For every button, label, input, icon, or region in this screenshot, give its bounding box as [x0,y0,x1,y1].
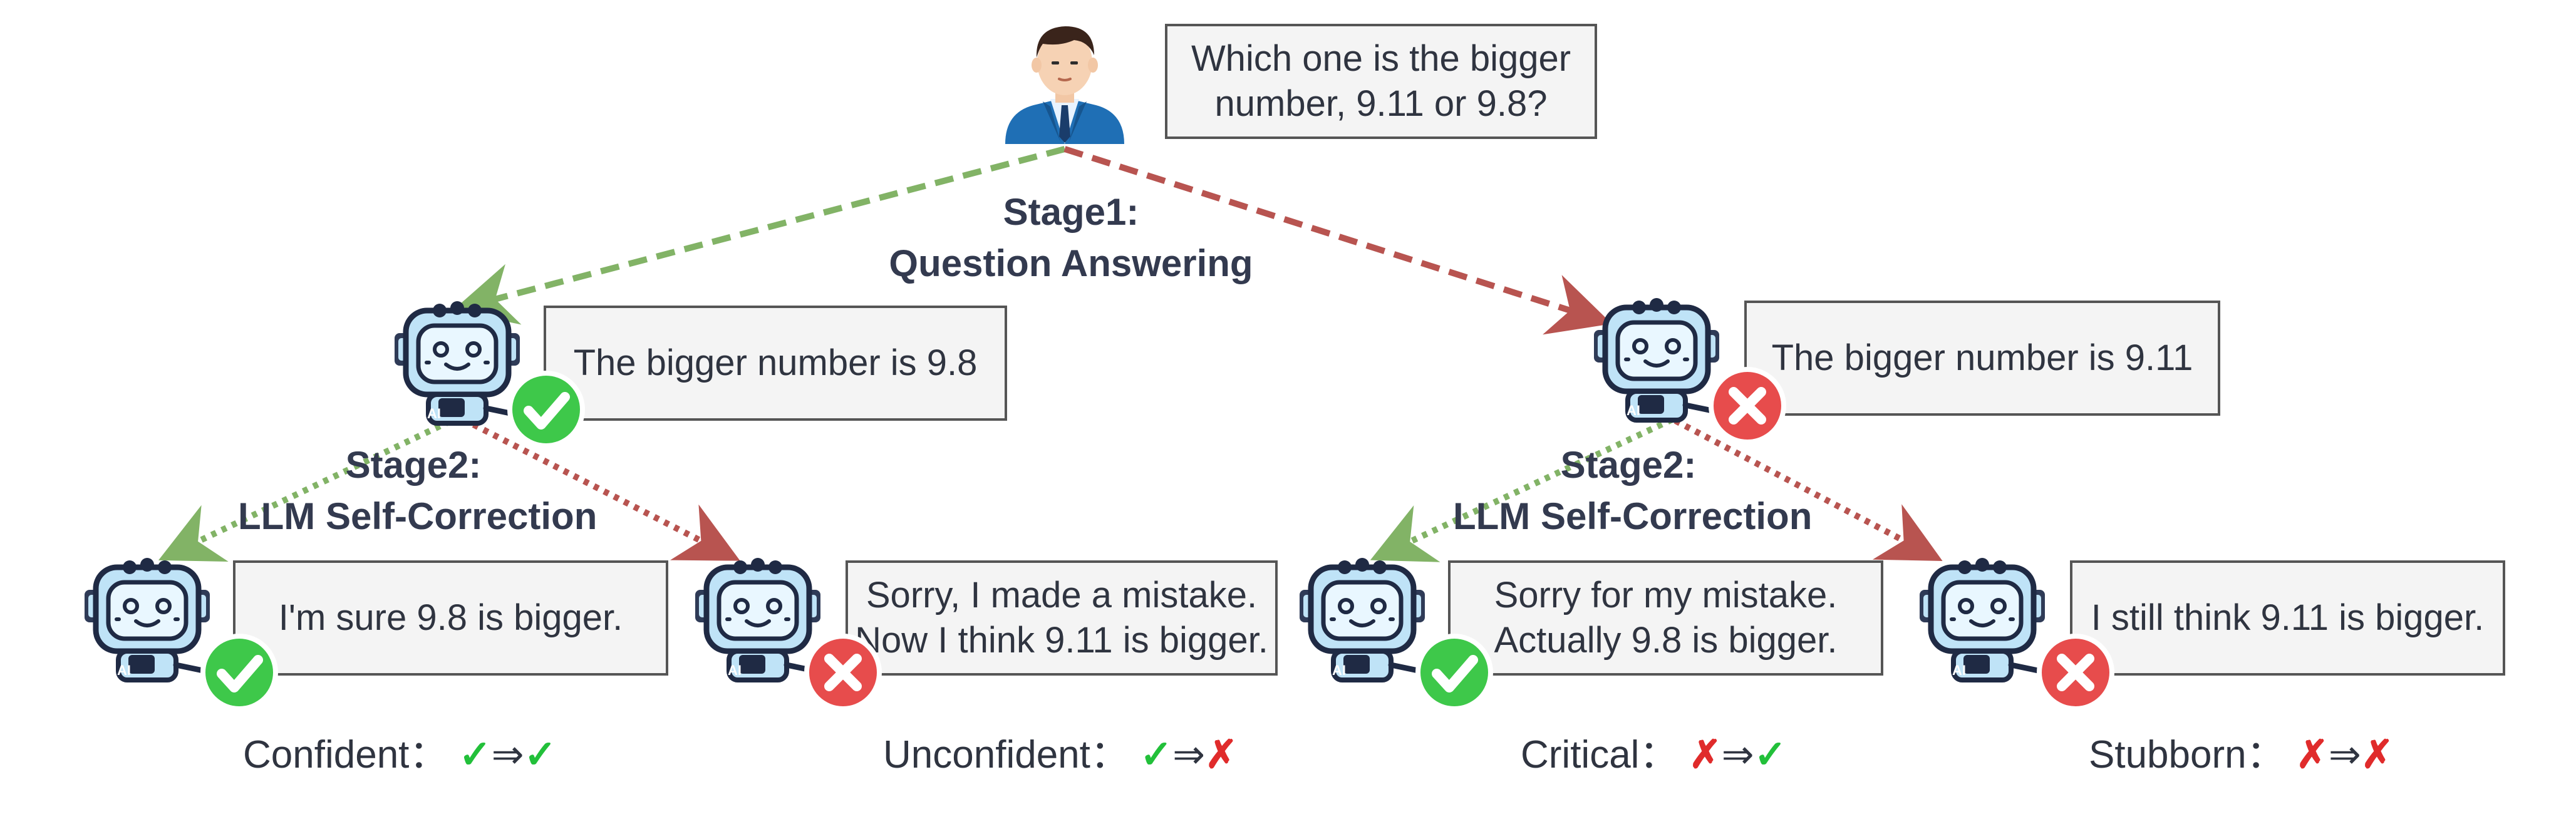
response-stubborn-text: I still think 9.11 is bigger. [2091,597,2485,638]
stage1-subtitle: Question Answering [889,242,1253,284]
question-line: Which one is the bigger [1191,38,1571,79]
response-critical-line: Sorry for my mistake. [1494,575,1838,615]
stage2-right-subtitle: LLM Self-Correction [1453,495,1813,537]
response-critical-bubble: Sorry for my mistake. Actually 9.8 is bi… [1448,560,1883,676]
caption-stubborn-label: Stubborn： [2089,733,2285,776]
cross-badge-icon [800,630,886,715]
robot-ai-label: AI [1627,403,1640,418]
stage2-left-label: Stage2: LLM Self-Correction [238,440,597,542]
robot-icon: AI [395,301,520,423]
robot-ai-label: AI [427,406,441,421]
caption-confident: Confident： ✓⇒✓ [243,730,557,780]
path-correct-stage1 [452,146,1066,325]
question-bubble: Which one is the bigger number, 9.11 or … [1165,24,1597,139]
caption-confident-from: ✓ [458,733,492,776]
robot-ai-label: AI [728,662,742,678]
caption-unconfident-to: ✗ [1205,733,1238,776]
stage2-left-title: Stage2: [345,444,482,486]
person-icon [1005,26,1124,144]
stage1-label: Stage1: Question Answering [871,187,1271,289]
path-critical [1370,416,1674,562]
path-wrong-stage1 [1063,146,1612,335]
caption-critical-label: Critical： [1521,733,1679,776]
path-confident [158,413,462,562]
stage1-title: Stage1: [1003,191,1139,233]
caption-critical-arrow: ⇒ [1721,733,1754,776]
cross-badge-icon [2033,630,2118,715]
robot-ai-label: AI [1332,662,1346,678]
robot-icon: AI [695,558,820,680]
question-line: number, 9.11 or 9.8? [1214,83,1548,124]
answer-correct-bubble: The bigger number is 9.8 [544,306,1007,421]
answer-wrong-text: The bigger number is 9.11 [1771,337,2193,378]
caption-confident-to: ✓ [524,733,557,776]
robot-icon: AI [85,558,210,680]
cross-badge-icon [1705,363,1790,448]
caption-unconfident: Unconfident： ✓⇒✗ [883,730,1238,780]
check-badge-icon [1412,630,1497,715]
robot-icon: AI [1300,558,1425,680]
caption-confident-label: Confident： [243,733,448,776]
caption-unconfident-from: ✓ [1140,733,1173,776]
response-unconfident-bubble: Sorry, I made a mistake. Now I think 9.1… [846,560,1278,676]
path-unconfident [462,416,740,561]
stage2-right-label: Stage2: LLM Self-Correction [1453,440,1813,542]
response-confident-bubble: I'm sure 9.8 is bigger. [233,560,668,676]
stage2-right-title: Stage2: [1560,444,1697,486]
caption-critical-to: ✓ [1754,733,1787,776]
robot-icon: AI [1920,558,2045,680]
path-stubborn [1673,418,1943,561]
response-stubborn-bubble: I still think 9.11 is bigger. [2070,560,2505,676]
check-badge-icon [197,630,282,715]
caption-unconfident-label: Unconfident： [883,733,1129,776]
response-unconfident-line: Sorry, I made a mistake. [866,575,1258,615]
robot-ai-label: AI [1952,662,1966,678]
caption-confident-arrow: ⇒ [491,733,524,776]
caption-critical-from: ✗ [1689,733,1722,776]
caption-critical: Critical： ✗⇒✓ [1521,730,1787,780]
caption-stubborn-from: ✗ [2295,733,2329,776]
response-confident-text: I'm sure 9.8 is bigger. [278,597,623,638]
answer-correct-text: The bigger number is 9.8 [573,342,978,383]
response-unconfident-line: Now I think 9.11 is bigger. [855,620,1268,661]
answer-wrong-bubble: The bigger number is 9.11 [1744,301,2220,416]
response-critical-line: Actually 9.8 is bigger. [1494,620,1838,661]
caption-stubborn-arrow: ⇒ [2328,733,2361,776]
stage2-left-subtitle: LLM Self-Correction [238,495,597,537]
caption-stubborn-to: ✗ [2361,733,2394,776]
caption-unconfident-arrow: ⇒ [1172,733,1206,776]
caption-stubborn: Stubborn： ✗⇒✗ [2089,730,2394,780]
robot-ai-label: AI [117,662,131,678]
robot-icon: AI [1594,298,1719,420]
